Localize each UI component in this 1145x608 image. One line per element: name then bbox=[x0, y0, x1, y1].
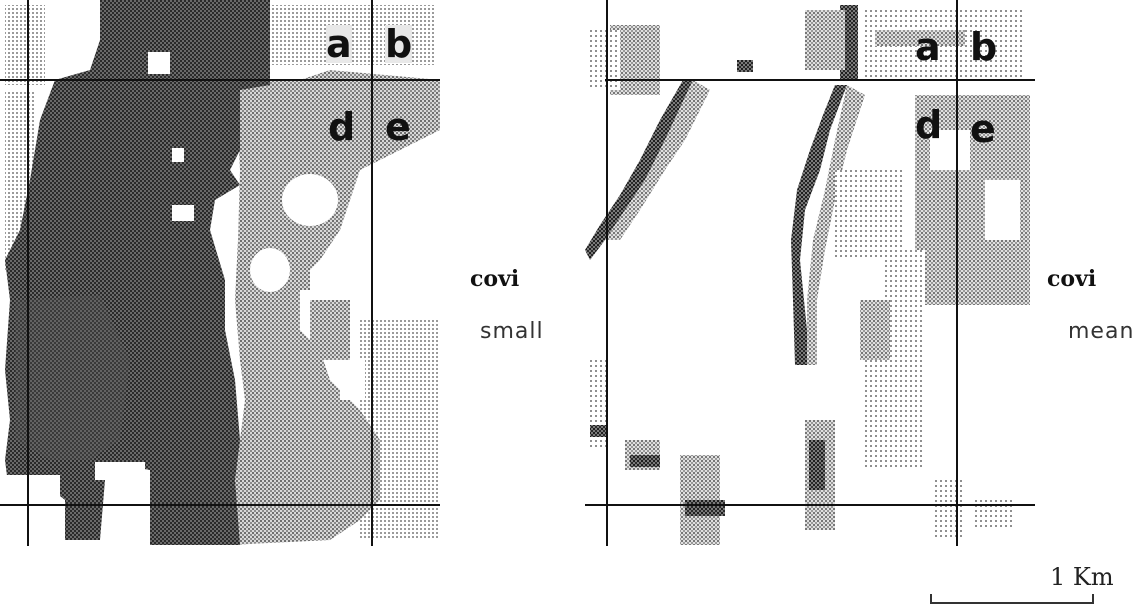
light-patch bbox=[835, 170, 905, 260]
quadrant-label-e: e bbox=[970, 107, 996, 151]
light-patch bbox=[5, 5, 45, 85]
quadrant-label-d: d bbox=[915, 103, 943, 147]
map-panel-right: a b d e bbox=[585, 0, 1035, 546]
dark-patch bbox=[685, 500, 725, 516]
dark-diagonal-strip-left bbox=[585, 80, 693, 260]
scale-bar bbox=[930, 594, 1094, 604]
dark-patch bbox=[809, 440, 825, 490]
white-hole bbox=[250, 248, 290, 292]
white-inclusion bbox=[172, 205, 194, 221]
dark-patch bbox=[737, 60, 753, 72]
white-inclusion bbox=[5, 475, 60, 505]
panel-right-subtitle: mean bbox=[1068, 319, 1135, 344]
mid-band bbox=[875, 30, 965, 46]
white-hole bbox=[282, 174, 338, 226]
dark-patch bbox=[590, 425, 608, 437]
scale-label: 1 Km bbox=[1050, 563, 1114, 591]
dark-lighter-band bbox=[15, 295, 130, 460]
mid-patch bbox=[310, 300, 350, 360]
white-hole bbox=[930, 130, 970, 170]
panel-left-subtitle: small bbox=[480, 319, 544, 344]
quadrant-label-d: d bbox=[328, 105, 356, 149]
raster-map-left bbox=[0, 0, 440, 546]
mid-strip-center bbox=[807, 85, 865, 365]
panel-right-title: covi bbox=[1047, 266, 1097, 292]
white-inclusion bbox=[148, 52, 170, 74]
quadrant-label-b: b bbox=[385, 22, 413, 66]
light-patch bbox=[865, 360, 925, 470]
map-panel-left: a b d e bbox=[0, 0, 440, 546]
mid-patch bbox=[860, 300, 890, 360]
quadrant-label-a: a bbox=[326, 22, 352, 66]
mid-patch bbox=[805, 10, 845, 70]
white-inclusion bbox=[172, 148, 184, 162]
quadrant-label-a: a bbox=[915, 25, 941, 69]
white-inclusion bbox=[95, 462, 145, 480]
light-patch bbox=[935, 480, 965, 540]
quadrant-label-e: e bbox=[385, 105, 411, 149]
mid-diagonal-strip-left bbox=[605, 80, 710, 240]
dark-region bbox=[5, 0, 270, 545]
white-hole bbox=[985, 180, 1020, 240]
white-hole bbox=[340, 360, 365, 400]
dark-diagonal-strip-center bbox=[791, 85, 847, 365]
dark-patch bbox=[630, 455, 660, 467]
light-patch bbox=[885, 250, 925, 360]
panel-left-title: covi bbox=[470, 266, 520, 292]
raster-map-right bbox=[585, 0, 1035, 546]
quadrant-label-b: b bbox=[970, 25, 998, 69]
